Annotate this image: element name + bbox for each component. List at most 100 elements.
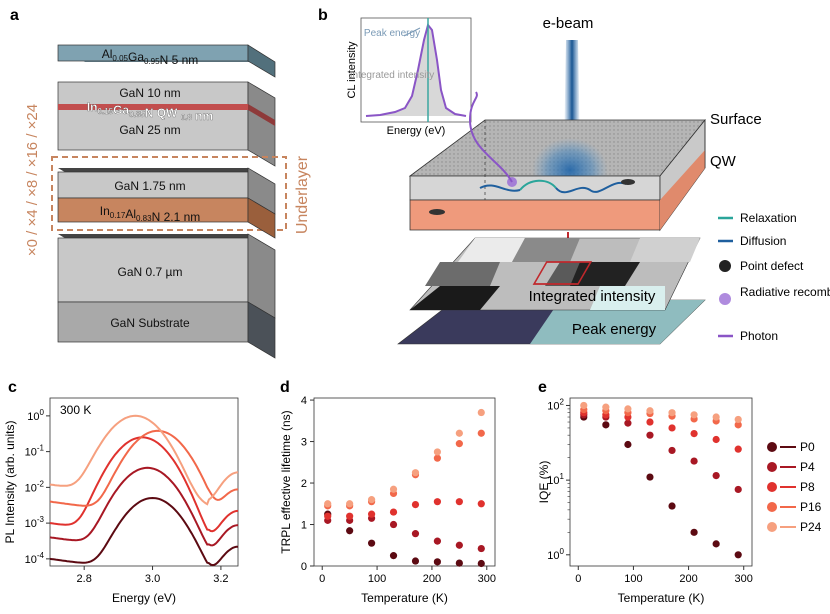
panel-d-point-3-7 <box>477 429 485 437</box>
panel-d-frame <box>313 397 496 567</box>
panel-d-point-1-7 <box>477 544 485 553</box>
ingan-qw-label: In0.15Ga0.85N QW 0.8 nm <box>87 100 213 123</box>
panel-d-point-2-4 <box>411 501 420 509</box>
panel-e-point-0-7 <box>734 551 742 559</box>
photon-path <box>468 91 513 183</box>
panel-c-annotation: 300 K <box>60 403 91 417</box>
legend-relaxation: Relaxation <box>740 211 797 225</box>
panel-b: b CL intensity Energy (eV) Peak energy I… <box>318 7 830 345</box>
panel-d-point-1-4 <box>411 530 420 538</box>
panel-c-ytick-label-3: 10-1 <box>25 444 45 459</box>
cl-inset: CL intensity Energy (eV) Peak energy Int… <box>346 17 472 137</box>
panel-e-point-4-0 <box>580 401 588 410</box>
panel-e-point-4-5 <box>690 411 698 419</box>
panel-e-ytick-label-2: 102 <box>547 397 564 412</box>
panel-d-point-4-2 <box>367 496 376 504</box>
panel-e-point-0-2 <box>624 440 632 449</box>
layer-algan: Al0.05Ga0.95N 5 nm <box>57 44 276 78</box>
qw-plane <box>409 199 661 231</box>
panel-e-point-2-4 <box>668 424 676 432</box>
panel-c-xtick-label-2: 3.2 <box>213 573 228 585</box>
peak-energy-map: Peak energy <box>397 299 706 345</box>
panel-d-point-1-3 <box>389 520 398 529</box>
panel-e-legend-marker-4 <box>767 522 777 532</box>
panel-d-point-0-1 <box>346 527 354 535</box>
panel-d-point-4-0 <box>324 500 332 508</box>
legend-point-defect: Point defect <box>740 259 804 273</box>
panel-d-point-0-5 <box>433 558 442 566</box>
panel-e-xtick-label-2: 200 <box>679 573 697 585</box>
panel-d-point-2-3 <box>389 508 398 516</box>
panel-e-legend-label-4: P24 <box>800 520 822 534</box>
panel-d-point-4-3 <box>389 485 398 493</box>
panel-d-point-2-5 <box>433 498 442 506</box>
panel-d-point-4-5 <box>433 448 442 456</box>
panel-c-xtick-label-0: 2.8 <box>77 573 92 585</box>
panel-e-point-4-4 <box>668 409 676 417</box>
panel-e-legend-marker-2 <box>767 482 777 492</box>
panel-e-legend-marker-3 <box>767 502 777 512</box>
panel-e-point-4-6 <box>712 413 720 421</box>
panel-c-xtick-label-1: 3.0 <box>145 573 160 585</box>
panel-c-series-4 <box>49 414 239 506</box>
point-defect-1 <box>429 209 445 215</box>
panel-c-ylabel: PL Intensity (arb. units) <box>3 421 17 544</box>
panel-b-label: b <box>318 7 328 24</box>
panel-d-xtick-label-0: 0 <box>319 573 325 585</box>
selected-pixel <box>532 261 593 285</box>
peak-energy-map-label: Peak energy <box>572 321 657 338</box>
panel-d-xlabel: Temperature (K) <box>361 591 448 605</box>
panel-e-point-1-7 <box>734 485 742 494</box>
panel-c-xlabel: Energy (eV) <box>112 591 176 605</box>
algan-label: Al0.05Ga0.95N 5 nm <box>102 47 199 67</box>
panel-d-point-4-6 <box>455 429 463 437</box>
panel-d-point-0-2 <box>367 539 376 547</box>
panel-c-ytick-label-4: 100 <box>27 408 44 423</box>
panel-e-point-0-5 <box>690 528 698 536</box>
legend-diffusion: Diffusion <box>740 234 786 248</box>
qw-label: QW <box>710 153 737 170</box>
panel-e-xtick-label-0: 0 <box>575 573 581 585</box>
panel-e-point-1-3 <box>646 431 654 439</box>
panel-e-point-1-4 <box>668 446 676 455</box>
underlayer-box <box>51 156 287 231</box>
panel-d-point-2-7 <box>477 500 485 508</box>
panel-e-ylabel: IQE (%) <box>537 461 551 504</box>
panel-d-point-0-3 <box>389 552 398 560</box>
panel-e-legend-label-3: P16 <box>800 500 822 514</box>
panel-e-legend-label-0: P0 <box>800 440 815 454</box>
panel-e-label: e <box>538 379 547 396</box>
panel-d-ytick-label-0: 0 <box>301 561 307 573</box>
panel-e-xtick-label-3: 300 <box>735 573 753 585</box>
panel-d-xtick-label-1: 100 <box>368 573 386 585</box>
panel-d-point-3-6 <box>455 440 463 448</box>
panel-e-frame <box>569 397 753 567</box>
panel-c-series-0 <box>49 496 239 567</box>
panel-e-point-2-3 <box>646 418 654 426</box>
panel-e-point-1-6 <box>712 472 720 480</box>
panel-c-ytick-label-0: 10-4 <box>25 551 45 566</box>
cl-integrated-label: Integrated intensity <box>350 70 435 81</box>
radiative-dot <box>507 177 517 187</box>
layer-gan-07: GaN 0.7 µm <box>57 233 276 319</box>
inaln-label: In0.17Al0.83N 2.1 nm <box>100 204 201 224</box>
panel-e-xtick-label-1: 100 <box>624 573 642 585</box>
panel-d-ytick-label-2: 2 <box>301 478 307 490</box>
relaxation-path <box>519 179 557 191</box>
layer-underlayer: GaN 1.75 nm In0.17Al0.83N 2.1 nm <box>57 167 276 239</box>
panel-e-point-1-5 <box>690 457 698 465</box>
panel-e-point-2-7 <box>734 445 742 453</box>
panel-e-point-0-3 <box>646 473 654 481</box>
cl-peak-energy-label: Peak energy <box>364 28 420 39</box>
qw-strip <box>58 104 248 110</box>
panel-c-ytick-label-2: 10-2 <box>25 479 45 494</box>
panel-e-point-4-3 <box>646 407 654 415</box>
panel-d-ytick-label-4: 4 <box>301 395 307 407</box>
panel-c-ytick-label-1: 10-3 <box>25 515 45 530</box>
panel-d-point-2-0 <box>324 512 332 520</box>
panel-c-series-1 <box>49 466 239 547</box>
